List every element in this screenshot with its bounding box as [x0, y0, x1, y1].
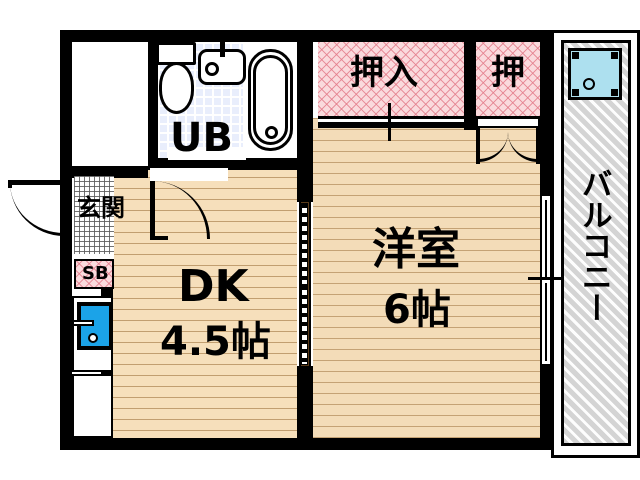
dk-room-sliding-panel-top[interactable] [301, 203, 308, 285]
dk-room-sliding-panel-bottom[interactable] [301, 285, 308, 365]
closet-small-label: 押 [491, 53, 525, 93]
kitchen-counter-lower [72, 374, 113, 438]
wash-basin-drain [205, 62, 219, 76]
closet-partition-wall [464, 30, 476, 130]
dk-floor [113, 166, 297, 438]
western-room-size: 6帖 [383, 287, 451, 333]
closet-large-door-center-mark [388, 103, 391, 141]
ub-bottom-wall [148, 158, 313, 170]
dk-name: DK [178, 261, 249, 312]
western-room-floor [313, 118, 541, 438]
dk-hall-door-bottom-line [150, 236, 168, 240]
balcony-door-center-tick [528, 277, 564, 280]
entrance-door-swing-arc [10, 182, 66, 236]
shoe-box-label: SB [82, 263, 109, 284]
kitchen-faucet [72, 320, 94, 326]
closet-large-label: 押入 [350, 53, 418, 93]
balcony-door-panel-line-a [545, 200, 547, 278]
ub-label: UB [170, 115, 233, 161]
closet-large-door-track [318, 119, 464, 122]
closet-large-sliding-door[interactable] [318, 116, 464, 128]
toilet-bowl [159, 62, 194, 114]
dk-size: 4.5帖 [160, 319, 271, 365]
closet-small-door-opening [478, 119, 538, 126]
room-partition-wall-lower [297, 366, 313, 438]
outer-wall-left [60, 30, 72, 450]
entrance-door-panel[interactable] [65, 180, 72, 236]
entrance-door-jamb [8, 180, 12, 188]
drain-circle [583, 78, 595, 90]
balcony-floor [561, 40, 631, 446]
balcony-label: バルコニー [575, 168, 612, 323]
ub-right-wall [297, 30, 313, 170]
balcony-sliding-door[interactable] [540, 196, 552, 364]
kitchen-sink [77, 302, 113, 350]
kitchen-sink-drain [88, 333, 98, 343]
genkan-label: 玄関 [77, 194, 125, 222]
closet-small-door-right-jamb [536, 128, 540, 164]
genkan-tile-floor [74, 176, 114, 254]
dk-hall-door-threshold [150, 168, 228, 181]
closet-small-door-left-jamb [476, 128, 480, 164]
outer-wall-bottom [60, 438, 552, 450]
washing-machine-pan [568, 48, 622, 100]
room-partition-wall-upper [297, 170, 313, 202]
closet-small-fill [476, 42, 540, 116]
balcony-door-wall-lower [540, 362, 552, 450]
closet-large-fill [318, 42, 464, 116]
western-room-name: 洋室 [372, 224, 460, 275]
shoe-box [74, 259, 114, 289]
bathtub-drain [265, 126, 278, 139]
ub-door-threshold [168, 147, 246, 160]
balcony-door-wall-upper [540, 30, 552, 198]
sb-gap [74, 254, 114, 262]
balcony-door-panel-line-b [545, 283, 547, 361]
ub-left-wall [148, 30, 158, 170]
wash-basin-faucet [220, 40, 225, 57]
bathtub-inner [253, 55, 288, 145]
